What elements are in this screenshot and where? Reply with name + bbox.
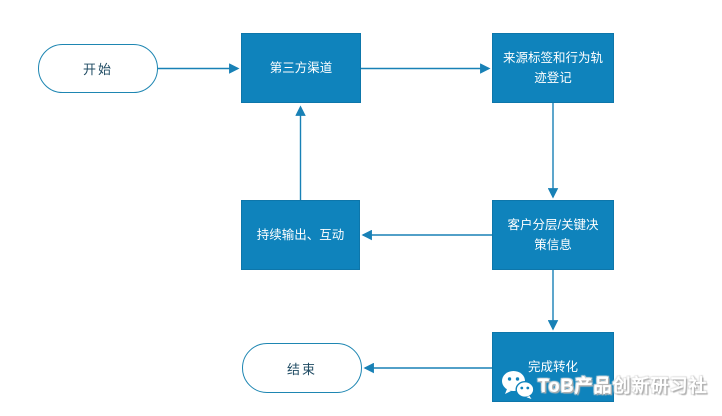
node-start-label: 开始 [82, 62, 113, 77]
node-third-party-channel-label: 第三方渠道 [269, 61, 333, 75]
node-third-party-channel: 第三方渠道 [241, 33, 361, 103]
node-customer-segmentation: 客户分层/关键决策信息 [492, 200, 614, 270]
node-start: 开始 [38, 44, 158, 93]
node-customer-segmentation-label: 客户分层/关键决策信息 [507, 218, 599, 252]
watermark: ToB产品创新研习社 [501, 370, 708, 399]
node-conversion-complete-label: 完成转化 [527, 360, 578, 374]
watermark-text: ToB产品创新研习社 [538, 375, 708, 396]
node-source-tag-registration-label: 来源标签和行为轨迹登记 [502, 51, 603, 85]
wechat-icon [501, 370, 534, 399]
node-continuous-output-label: 持续输出、互动 [256, 228, 345, 242]
node-source-tag-registration: 来源标签和行为轨迹登记 [492, 33, 614, 103]
node-continuous-output: 持续输出、互动 [241, 200, 360, 270]
node-end: 结束 [242, 343, 362, 393]
node-end-label: 结束 [286, 361, 317, 377]
